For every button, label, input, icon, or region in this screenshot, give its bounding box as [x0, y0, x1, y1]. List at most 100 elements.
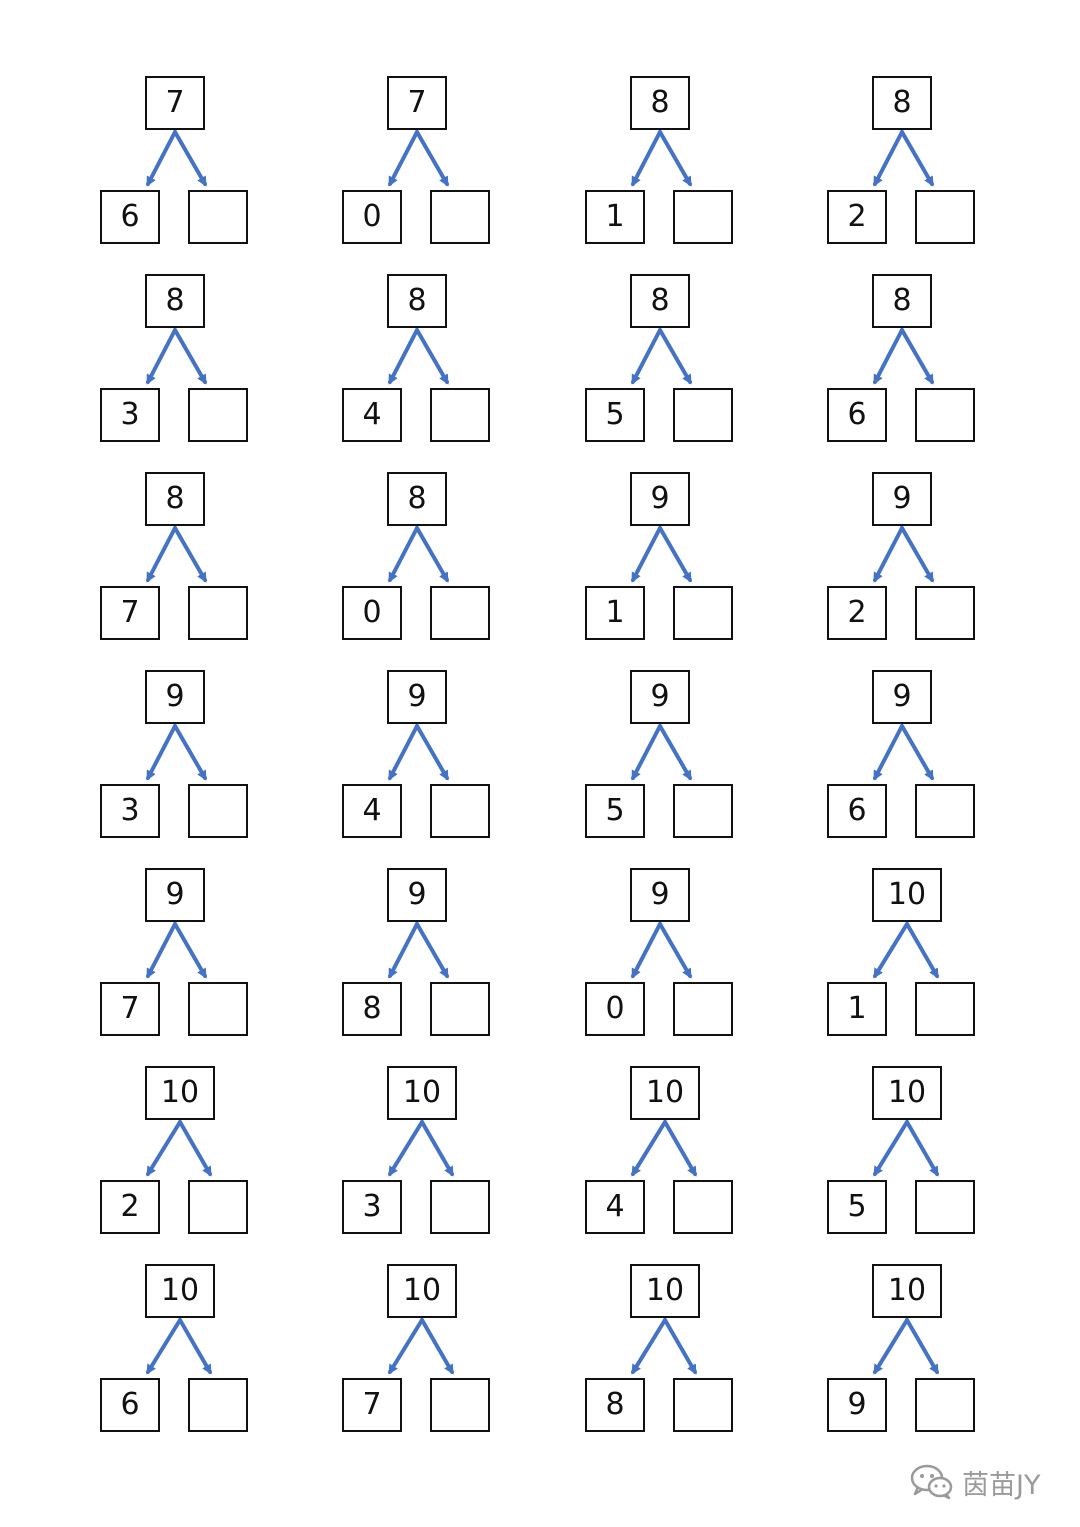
part-number-box: 0: [585, 982, 645, 1036]
whole-number-box: 10: [145, 1066, 215, 1120]
part-number-box: 7: [100, 982, 160, 1036]
answer-box[interactable]: [430, 1180, 490, 1234]
whole-number-box: 8: [872, 76, 932, 130]
left-arrow: [388, 1120, 424, 1177]
left-arrow: [631, 130, 662, 187]
number-bond-8: 8 6: [827, 274, 987, 454]
left-arrow: [146, 724, 177, 781]
whole-number-box: 10: [872, 1066, 942, 1120]
split-arrows: [873, 1120, 939, 1177]
right-arrow: [900, 526, 934, 583]
whole-number-box: 10: [872, 868, 942, 922]
part-number-box: 4: [342, 388, 402, 442]
split-arrows: [146, 724, 207, 781]
answer-box[interactable]: [430, 388, 490, 442]
answer-box[interactable]: [188, 784, 248, 838]
answer-box[interactable]: [673, 982, 733, 1036]
whole-number-box: 10: [630, 1264, 700, 1318]
part-number-box: 2: [100, 1180, 160, 1234]
split-arrows: [873, 922, 939, 979]
answer-box[interactable]: [673, 388, 733, 442]
split-arrows: [388, 526, 449, 583]
part-number-box: 5: [585, 388, 645, 442]
answer-box[interactable]: [673, 586, 733, 640]
left-arrow: [631, 1120, 667, 1177]
number-bond-20: 10 1: [827, 868, 987, 1048]
right-arrow: [178, 1318, 212, 1375]
left-arrow: [873, 130, 904, 187]
left-arrow: [388, 526, 419, 583]
answer-box[interactable]: [673, 1378, 733, 1432]
left-arrow: [388, 328, 419, 385]
answer-box[interactable]: [188, 982, 248, 1036]
answer-box[interactable]: [188, 1180, 248, 1234]
answer-box[interactable]: [915, 190, 975, 244]
left-arrow: [146, 328, 177, 385]
answer-box[interactable]: [915, 388, 975, 442]
right-arrow: [900, 130, 934, 187]
answer-box[interactable]: [430, 190, 490, 244]
split-arrows: [631, 1120, 697, 1177]
number-bond-6: 8 4: [342, 274, 502, 454]
number-bond-15: 9 5: [585, 670, 745, 850]
answer-box[interactable]: [188, 586, 248, 640]
whole-number-box: 10: [387, 1066, 457, 1120]
part-number-box: 4: [585, 1180, 645, 1234]
part-number-box: 5: [827, 1180, 887, 1234]
watermark-text: 茵苗JY: [962, 1469, 1041, 1501]
split-arrows: [631, 328, 692, 385]
left-arrow: [388, 922, 419, 979]
answer-box[interactable]: [188, 1378, 248, 1432]
number-bond-9: 8 7: [100, 472, 260, 652]
right-arrow: [900, 724, 934, 781]
whole-number-box: 7: [145, 76, 205, 130]
whole-number-box: 10: [872, 1264, 942, 1318]
split-arrows: [146, 130, 207, 187]
right-arrow: [178, 1120, 212, 1177]
number-bond-11: 9 1: [585, 472, 745, 652]
answer-box[interactable]: [673, 784, 733, 838]
answer-box[interactable]: [915, 586, 975, 640]
right-arrow: [415, 130, 449, 187]
number-bond-10: 8 0: [342, 472, 502, 652]
part-number-box: 6: [100, 1378, 160, 1432]
answer-box[interactable]: [673, 1180, 733, 1234]
part-number-box: 0: [342, 190, 402, 244]
part-number-box: 4: [342, 784, 402, 838]
part-number-box: 3: [342, 1180, 402, 1234]
part-number-box: 0: [342, 586, 402, 640]
left-arrow: [631, 526, 662, 583]
answer-box[interactable]: [430, 784, 490, 838]
whole-number-box: 9: [872, 472, 932, 526]
split-arrows: [388, 328, 449, 385]
split-arrows: [146, 922, 207, 979]
left-arrow: [388, 724, 419, 781]
left-arrow: [873, 922, 909, 979]
right-arrow: [905, 1318, 939, 1375]
part-number-box: 1: [585, 586, 645, 640]
answer-box[interactable]: [430, 586, 490, 640]
split-arrows: [873, 724, 934, 781]
answer-box[interactable]: [915, 784, 975, 838]
number-bond-12: 9 2: [827, 472, 987, 652]
answer-box[interactable]: [673, 190, 733, 244]
answer-box[interactable]: [915, 1180, 975, 1234]
part-number-box: 1: [585, 190, 645, 244]
left-arrow: [873, 1120, 909, 1177]
whole-number-box: 9: [872, 670, 932, 724]
answer-box[interactable]: [915, 982, 975, 1036]
split-arrows: [631, 1318, 697, 1375]
left-arrow: [631, 922, 662, 979]
whole-number-box: 9: [630, 472, 690, 526]
answer-box[interactable]: [188, 190, 248, 244]
right-arrow: [415, 724, 449, 781]
whole-number-box: 9: [387, 868, 447, 922]
split-arrows: [388, 724, 449, 781]
left-arrow: [873, 1318, 909, 1375]
answer-box[interactable]: [430, 1378, 490, 1432]
number-bond-24: 10 5: [827, 1066, 987, 1246]
answer-box[interactable]: [430, 982, 490, 1036]
part-number-box: 6: [827, 388, 887, 442]
answer-box[interactable]: [915, 1378, 975, 1432]
answer-box[interactable]: [188, 388, 248, 442]
